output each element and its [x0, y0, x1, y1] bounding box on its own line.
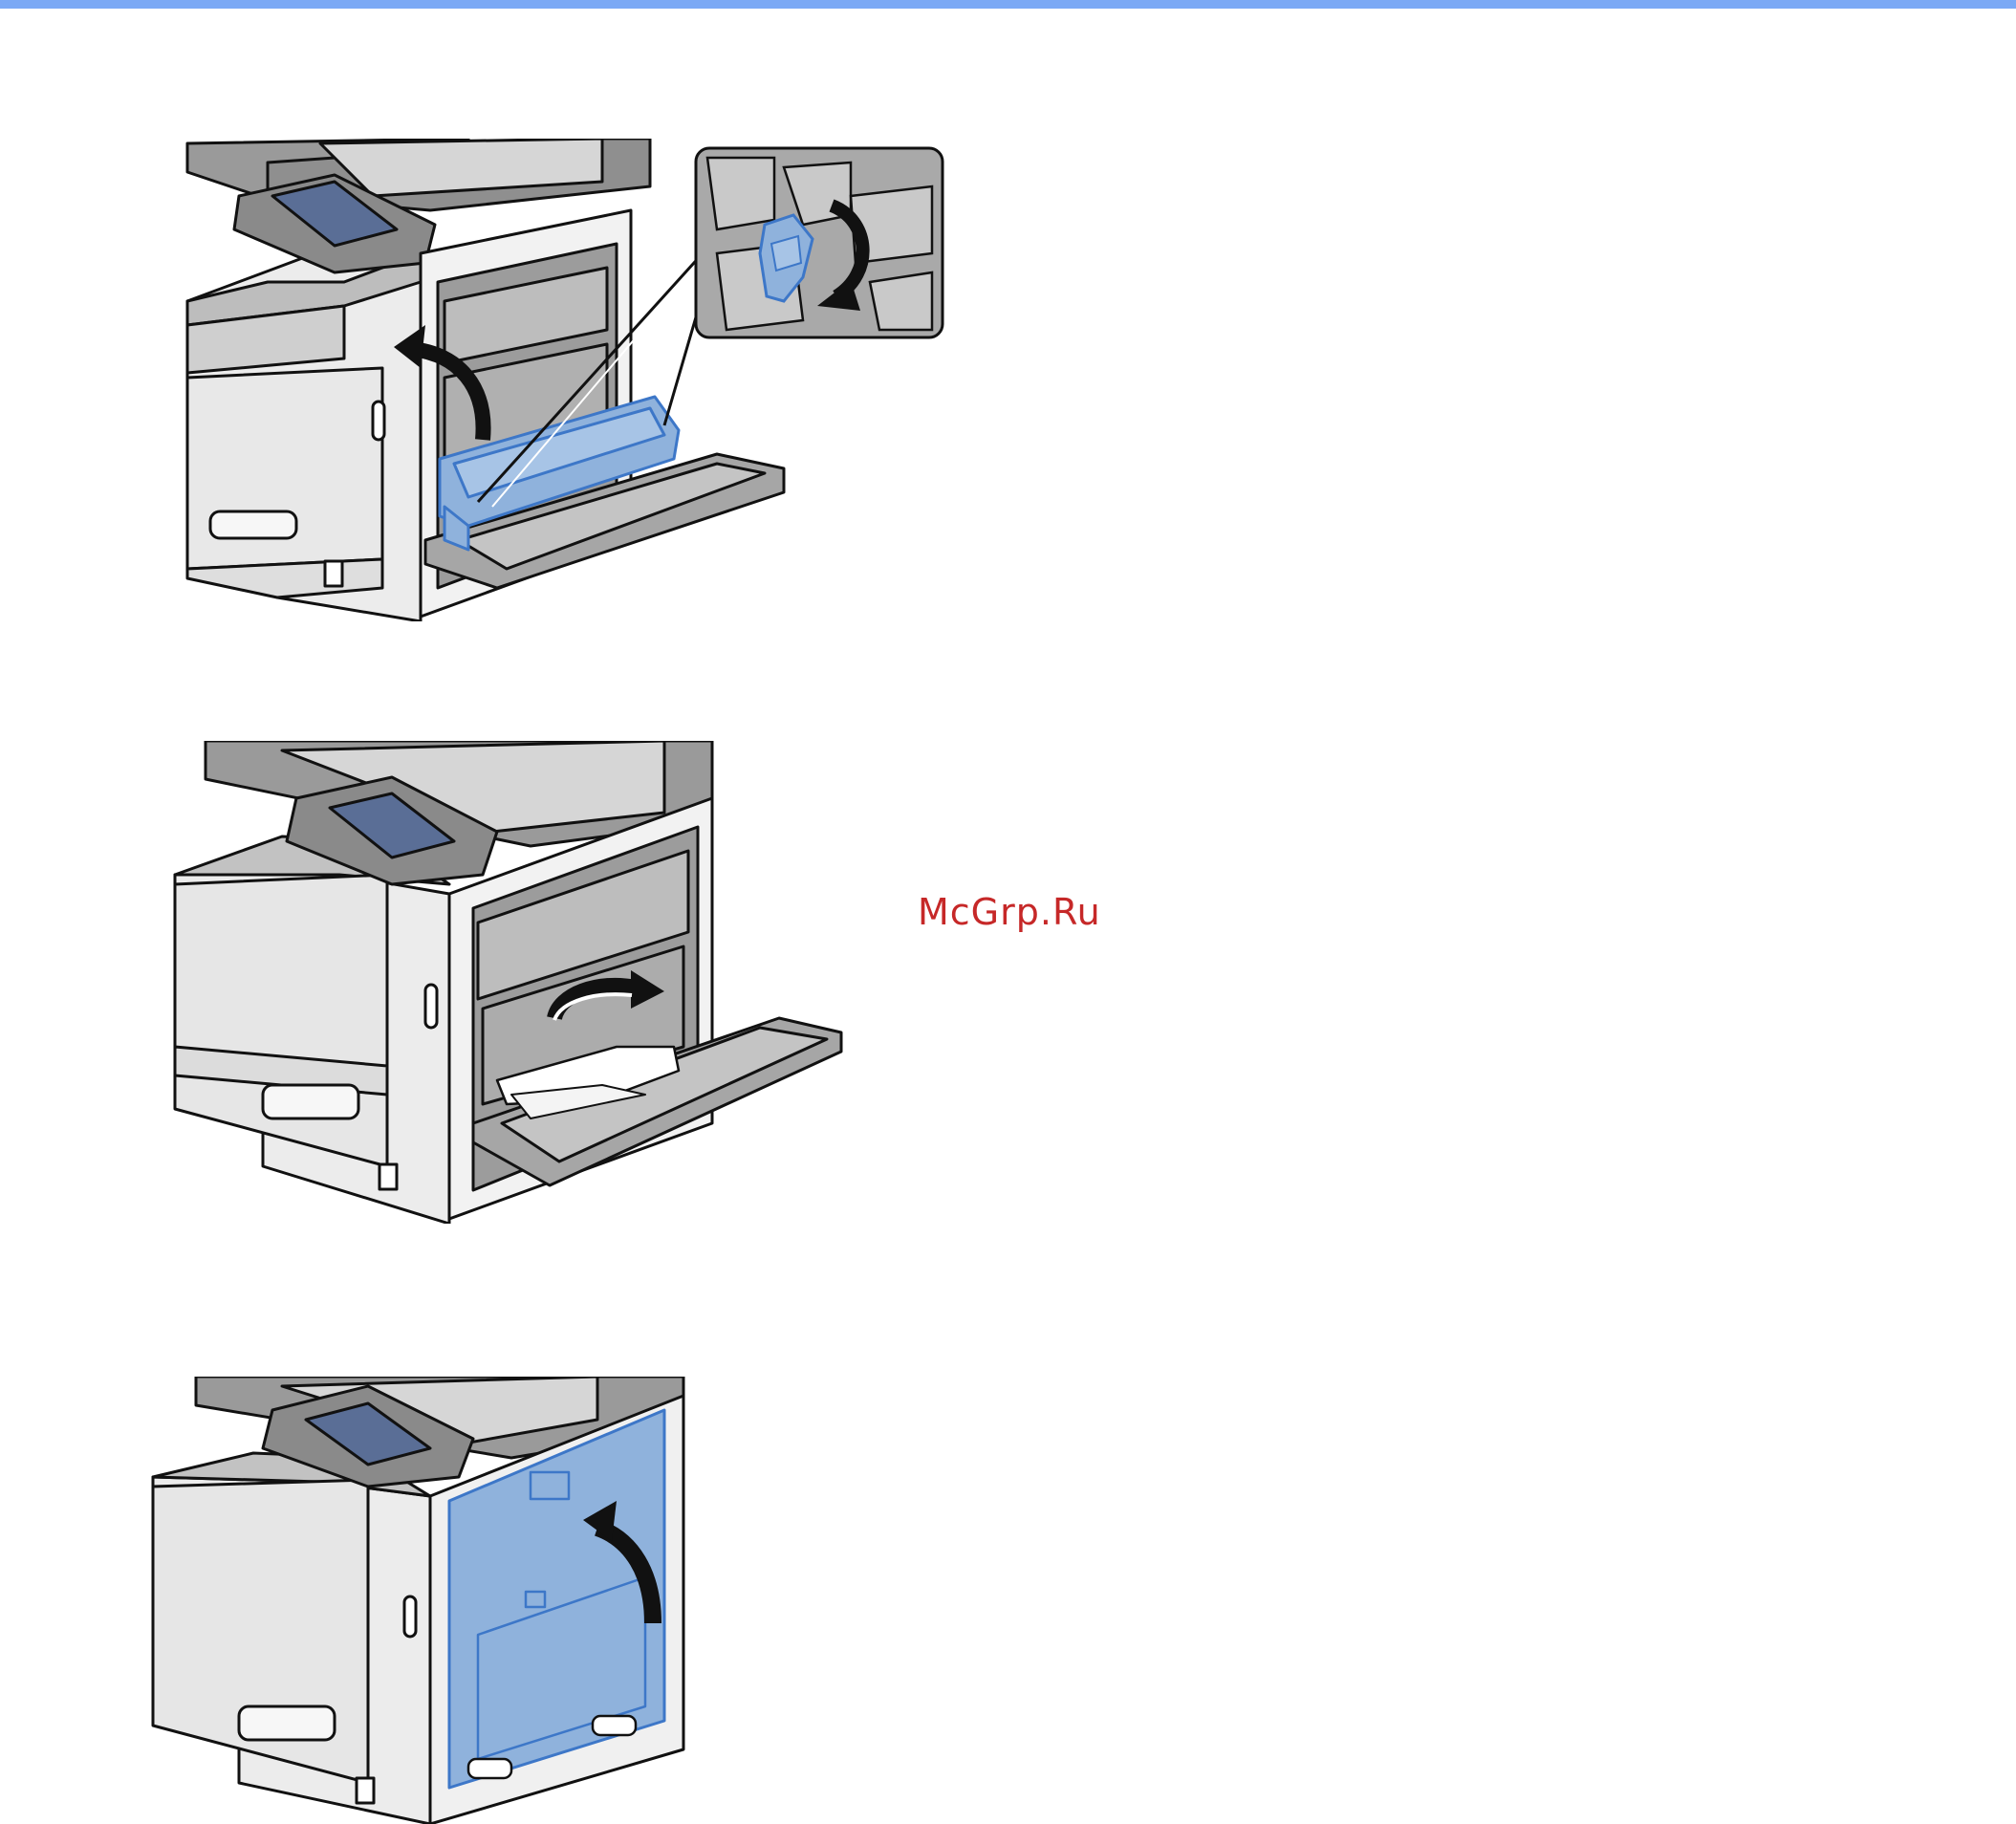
watermark-text: McGrp.Ru [918, 891, 1101, 933]
printer-fuser-cover-icon [182, 139, 970, 621]
figure-fuser-unit-close [182, 139, 970, 621]
page-top-rule [0, 0, 2016, 9]
figure-close-right-cover [148, 1377, 693, 1824]
printer-paper-jam-icon [167, 741, 856, 1224]
printer-right-cover-close-icon [148, 1377, 693, 1824]
figure-remove-jammed-paper [167, 741, 856, 1224]
